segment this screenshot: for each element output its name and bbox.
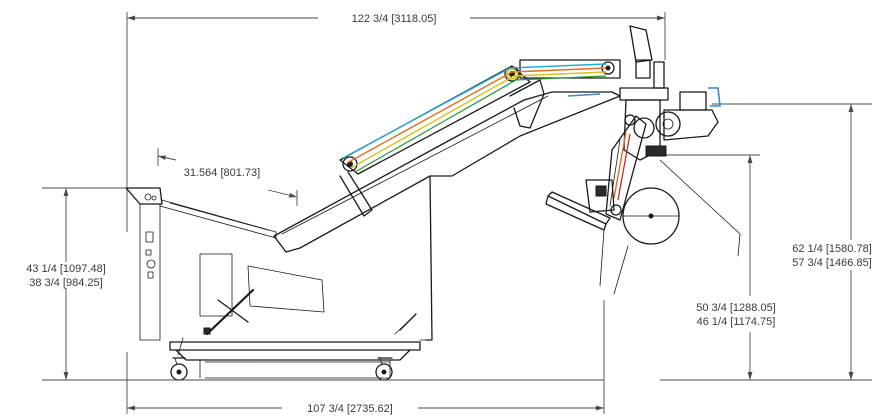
- roll-height-max-label: 50 3/4 [1288.05]: [696, 302, 776, 314]
- discharge-height-max-label: 62 1/4 [1580.78]: [792, 243, 872, 255]
- dimension-infeed-height: 43 1/4 [1097.48] 38 3/4 [984.25]: [26, 187, 170, 381]
- belt-paths: [342, 63, 607, 173]
- caster-wheel-left: [170, 357, 188, 381]
- dimension-overall-length: 122 3/4 [3118.05]: [126, 12, 666, 232]
- roll-height-min-label: 46 1/4 [1174.75]: [697, 316, 776, 328]
- infeed-height-max-label: 43 1/4 [1097.48]: [26, 263, 106, 275]
- discharge-height-min-label: 57 3/4 [1466.85]: [792, 257, 872, 269]
- dimension-base-length: 107 3/4 [2735.62]: [126, 300, 605, 415]
- dimension-discharge-height: 62 1/4 [1580.78] 57 3/4 [1466.85]: [660, 103, 872, 381]
- dimension-roll-height: 50 3/4 [1288.05] 46 1/4 [1174.75]: [660, 154, 776, 380]
- infeed-frame: [125, 187, 277, 341]
- main-chassis: [199, 91, 621, 341]
- overall-length-label: 122 3/4 [3118.05]: [352, 13, 437, 25]
- upper-head-assembly: [567, 25, 721, 161]
- folder-column: [545, 114, 647, 287]
- dimension-infeed-width: 31.564 [801.73]: [157, 148, 298, 206]
- base-length-label: 107 3/4 [2735.62]: [307, 403, 393, 415]
- infeed-height-min-label: 38 3/4 [984.25]: [29, 277, 102, 289]
- base-cart: [169, 288, 421, 379]
- supply-roll: [613, 159, 741, 295]
- infeed-width-label: 31.564 [801.73]: [184, 167, 260, 179]
